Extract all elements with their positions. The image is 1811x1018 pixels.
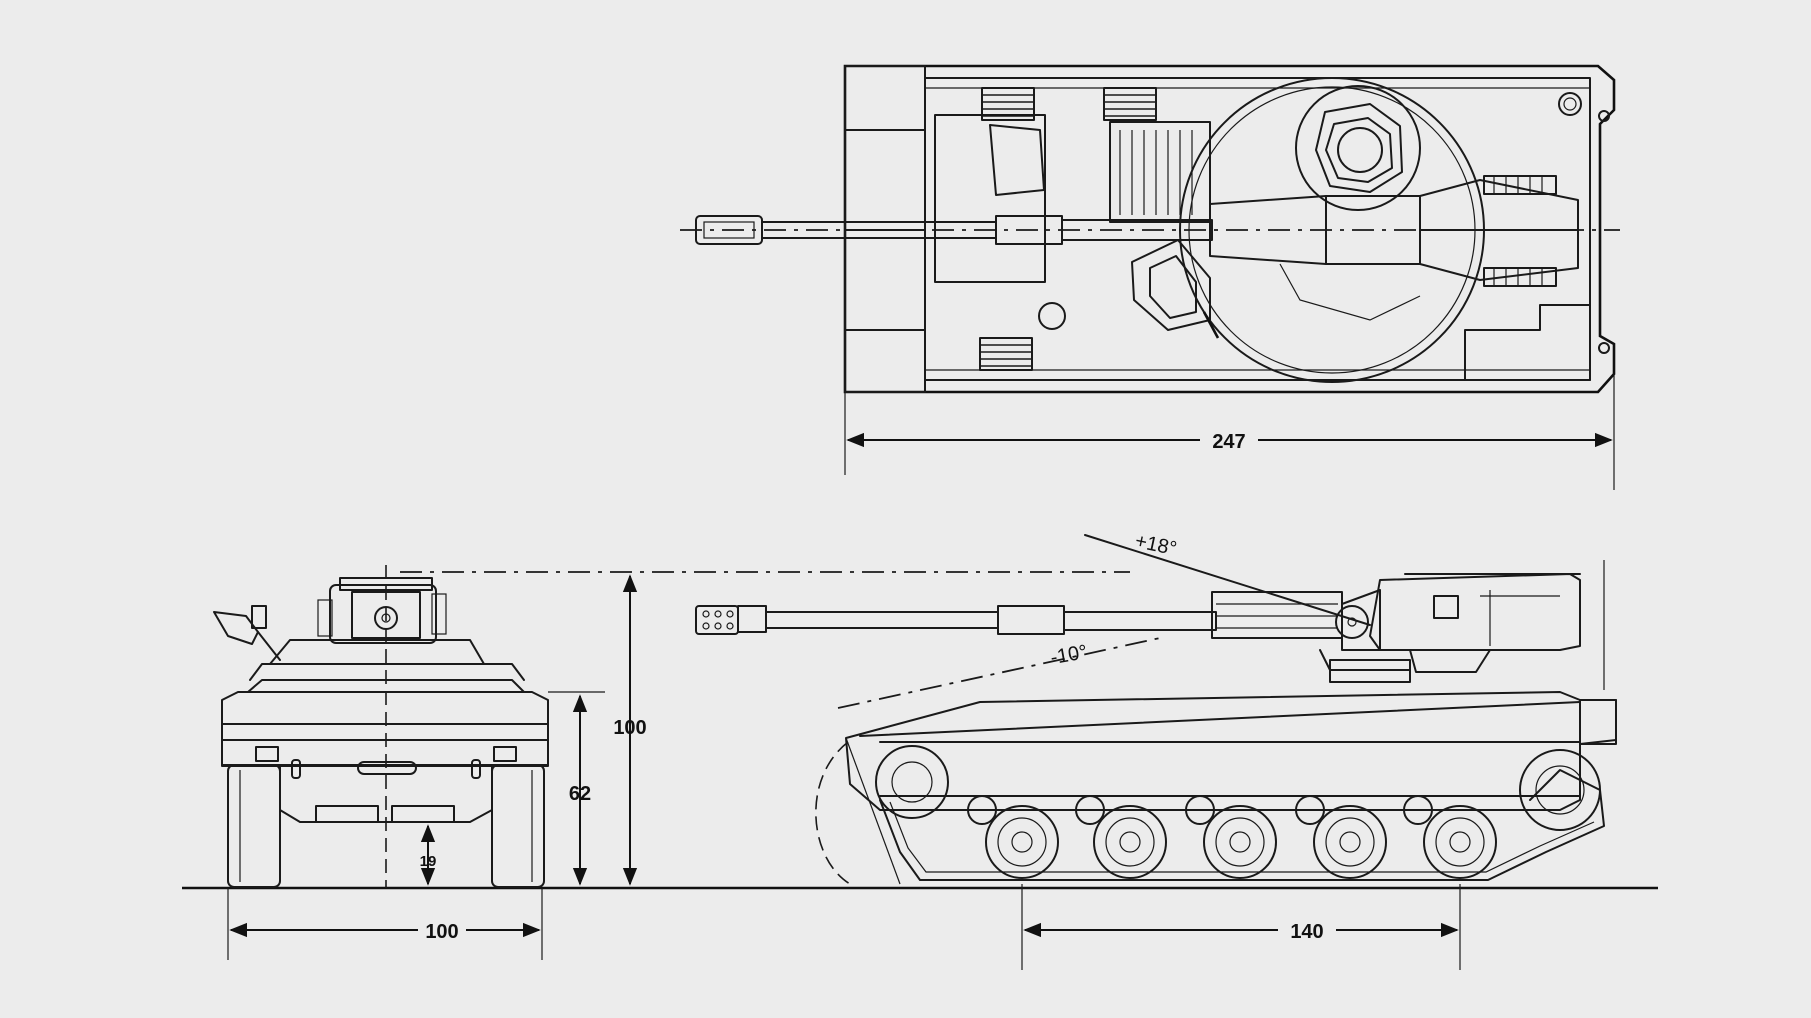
turret-front-face: [329, 584, 437, 644]
depression-line: [837, 637, 1161, 709]
dim-total-height-label: 100: [613, 717, 646, 739]
elevation-line: [1084, 534, 1371, 626]
commander-cupola: [1295, 85, 1421, 211]
gunner-sight: [1131, 239, 1220, 339]
road-wheel: [1093, 805, 1167, 879]
top-view: 247: [680, 64, 1620, 490]
left-track: [227, 764, 281, 888]
dim-hull-height-label: 62: [569, 783, 591, 805]
road-wheel: [1203, 805, 1277, 879]
dim-width-label: 100: [425, 921, 458, 943]
road-wheel: [1423, 805, 1497, 879]
turret-side: [1211, 573, 1581, 683]
side-view: +18° -10°: [695, 530, 1617, 970]
grille-bottom-left: [979, 337, 1033, 371]
gun-barrel-side: [695, 605, 1217, 635]
track-side: [879, 769, 1605, 881]
depression-label: -10°: [1049, 641, 1089, 669]
road-wheel: [985, 805, 1059, 879]
grille-top-center: [1103, 87, 1157, 121]
hull-side: [845, 560, 1617, 811]
dim-wheelbase-label: 140: [1290, 921, 1323, 943]
road-wheel: [1313, 805, 1387, 879]
front-view: 100 62 19 100: [182, 565, 1658, 960]
elevation-label: +18°: [1133, 530, 1179, 560]
right-track: [491, 764, 545, 888]
dim-length-label: 247: [1212, 431, 1245, 453]
dim-clearance-label: 19: [420, 853, 437, 870]
machine-gun-mount: [213, 605, 281, 661]
